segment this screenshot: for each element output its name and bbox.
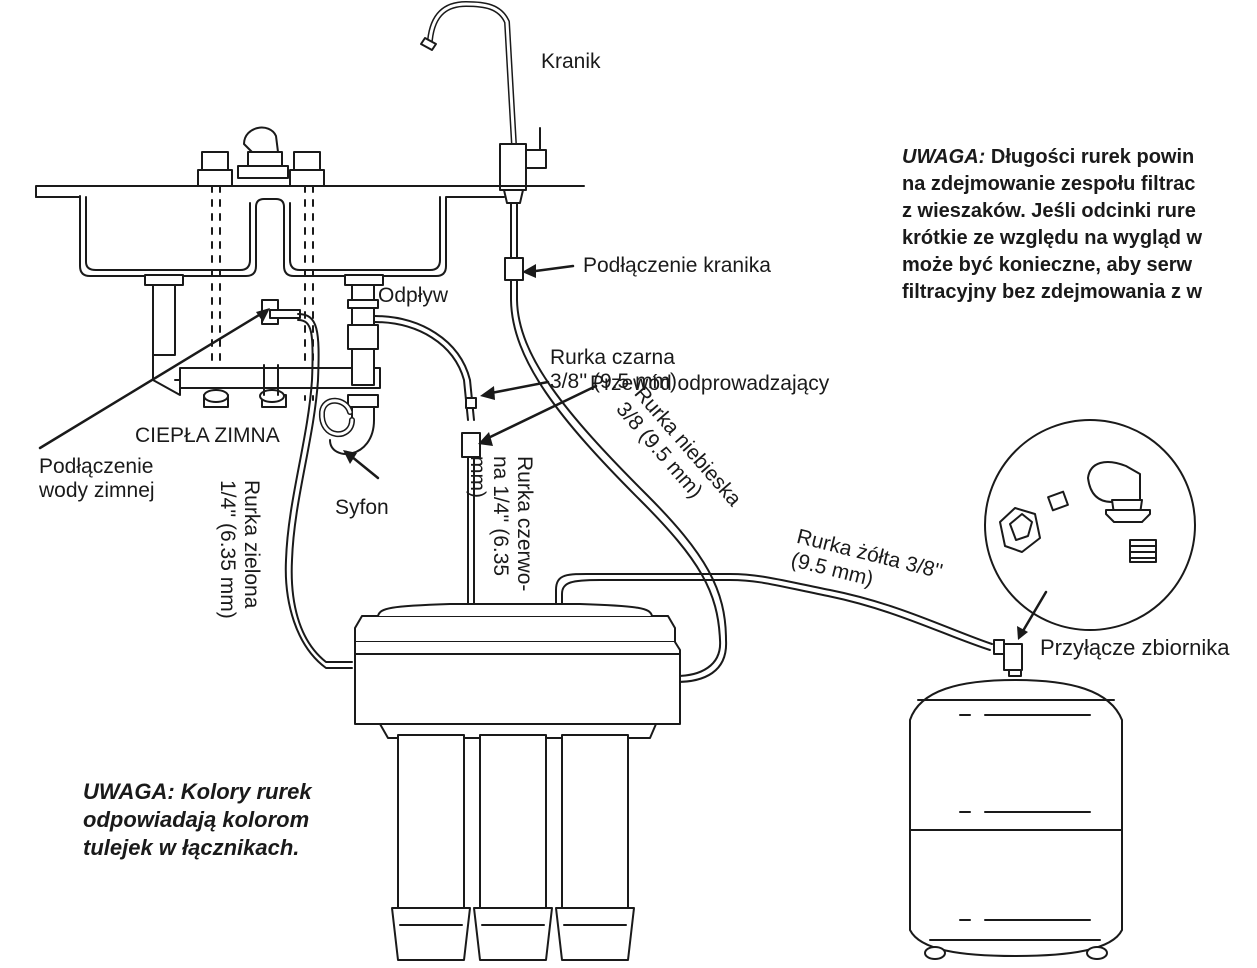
- note-line-2: na zdejmowanie zespołu filtrac: [902, 173, 1196, 195]
- note-line-5: może być konieczne, aby serw: [902, 254, 1193, 276]
- sink: [35, 185, 585, 286]
- note-tube-colors: UWAGA: Kolory rurek odpowiadają kolorom …: [83, 778, 312, 862]
- arrow-heads: [256, 264, 1028, 640]
- note-colors-line-3: tulejek w łącznikach.: [83, 834, 300, 860]
- label-rurka-czerwona: Rurka czerwo- na 1/4'' (6.35 mm): [465, 456, 536, 592]
- note-line-6: filtracyjny bez zdejmowania z w: [902, 281, 1203, 303]
- label-przewod-odprowadzajacy: Przewód odprowadzający: [590, 372, 830, 395]
- fittings-detail: [984, 419, 1196, 631]
- note-tube-length: UWAGA: Długości rurek powin na zdejmowan…: [902, 144, 1202, 306]
- note-prefix: UWAGA:: [902, 146, 986, 168]
- drain-pipes: [152, 284, 381, 455]
- storage-tank: [909, 639, 1123, 960]
- filter-unit: [354, 603, 681, 961]
- note-line-3: z wieszaków. Jeśli odcinki rure: [902, 200, 1196, 222]
- label-kranik: Kranik: [541, 50, 601, 73]
- note-colors-line-1: UWAGA: Kolory rurek: [83, 779, 312, 804]
- label-podlaczenie-kranika: Podłączenie kranika: [583, 254, 771, 277]
- label-podlaczenie-wody-zimnej: Podłączenie wody zimnej: [39, 455, 155, 502]
- angle-stop-valves: [203, 299, 301, 408]
- label-rurka-zielona: Rurka zielona 1/4'' (6.35 mm): [216, 480, 263, 619]
- sink-faucet-valves: [197, 126, 325, 401]
- label-syfon: Syfon: [335, 496, 389, 519]
- label-przylacze-zbiornika: Przyłącze zbiornika: [1040, 635, 1230, 660]
- note-line-4: krótkie ze względu na wygląd w: [902, 227, 1203, 249]
- label-rurka-czarna: Rurka czarna 3/8'' (9.5 mm): [550, 346, 678, 393]
- note-line-1: Długości rurek powin: [985, 146, 1195, 168]
- leader-arrows: [38, 264, 1048, 638]
- faucet: [420, 1, 547, 259]
- label-odplyw: Odpływ: [378, 284, 449, 307]
- label-ciepla-zimna: CIEPŁA ZIMNA: [135, 424, 280, 447]
- note-colors-line-2: odpowiadają kolorom: [83, 806, 310, 832]
